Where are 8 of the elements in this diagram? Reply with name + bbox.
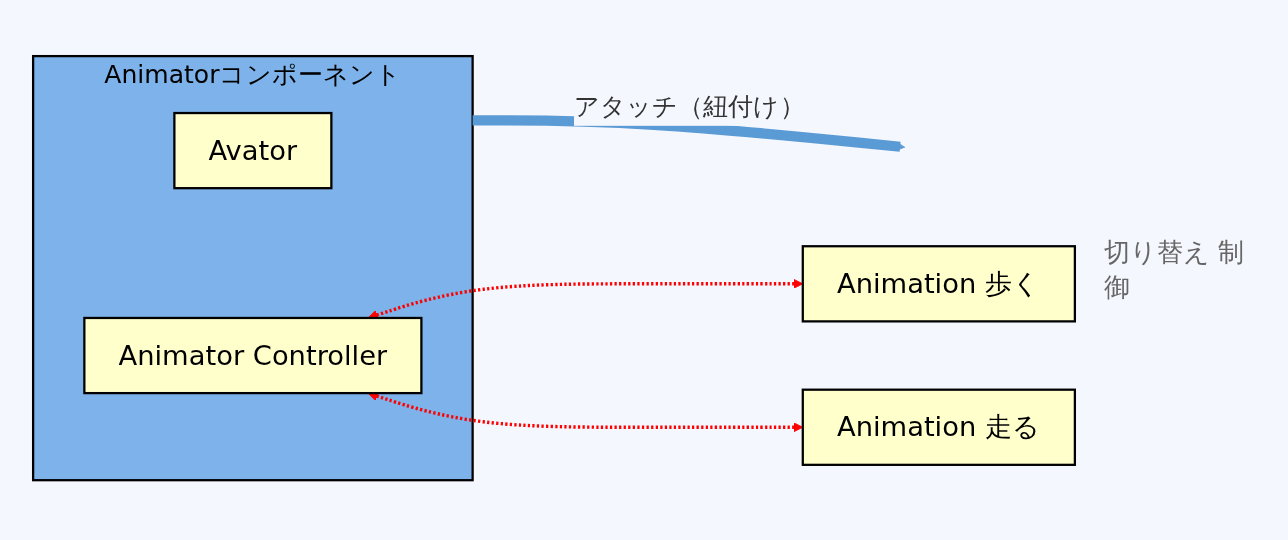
- arrow: [472, 115, 906, 152]
- diagram-drawing: Animatorコンポーネント アタッチ（紐付け） Avator Animator Controller Animation 歩く Animation 走る: [24, 46, 1084, 490]
- node-box: [801, 244, 1077, 323]
- node-box: [173, 111, 333, 190]
- node-box: [83, 316, 423, 395]
- note-text: 切り替え 制御: [1104, 236, 1246, 304]
- cluster: [31, 54, 474, 482]
- node-box: [801, 388, 1077, 466]
